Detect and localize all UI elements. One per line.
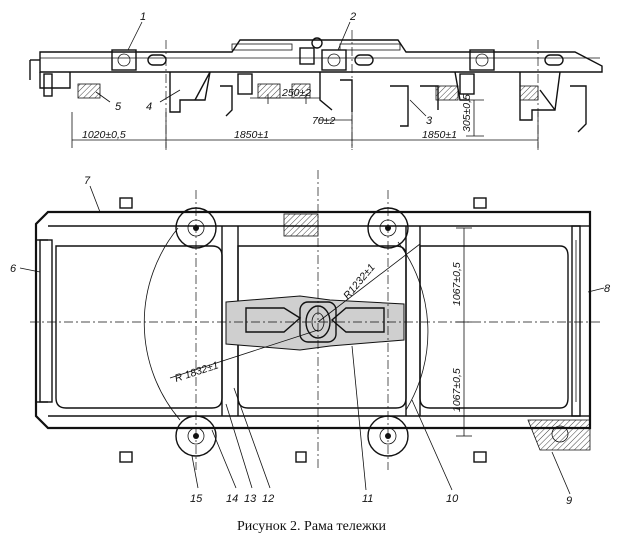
dim-70: 70±2 <box>312 115 335 127</box>
plan-view <box>19 170 605 495</box>
callout-7: 7 <box>84 175 91 187</box>
figure-caption: Рисунок 2. Рама тележки <box>236 519 387 534</box>
callout-12: 12 <box>262 493 274 505</box>
dim-r1832: R 1832±1 <box>173 359 220 384</box>
dim-250: 250±2 <box>281 87 311 99</box>
callout-6: 6 <box>10 263 17 275</box>
callout-9: 9 <box>566 495 572 507</box>
dim-r1232: R1232±1 <box>341 262 378 302</box>
center-bolster <box>225 295 405 351</box>
dim-1850-left: 1850±1 <box>234 129 269 141</box>
side-view <box>29 21 603 150</box>
callout-11: 11 <box>362 493 373 505</box>
dim-1067-bottom: 1067±0,5 <box>451 368 463 412</box>
callout-15: 15 <box>190 493 203 505</box>
callout-2: 2 <box>349 11 356 23</box>
dim-1067-top: 1067±0,5 <box>451 262 463 306</box>
callout-10: 10 <box>446 493 459 505</box>
callout-3: 3 <box>426 115 433 127</box>
dim-1020: 1020±0,5 <box>82 129 126 141</box>
dim-305: 305±0,5 <box>461 94 473 132</box>
callout-5: 5 <box>115 101 122 113</box>
callout-8: 8 <box>604 283 611 295</box>
callout-1: 1 <box>140 11 146 23</box>
callout-14: 14 <box>226 493 238 505</box>
callout-13: 13 <box>244 493 257 505</box>
callout-4: 4 <box>146 101 152 113</box>
dim-1850-right: 1850±1 <box>422 129 457 141</box>
spring-pad <box>77 83 539 101</box>
